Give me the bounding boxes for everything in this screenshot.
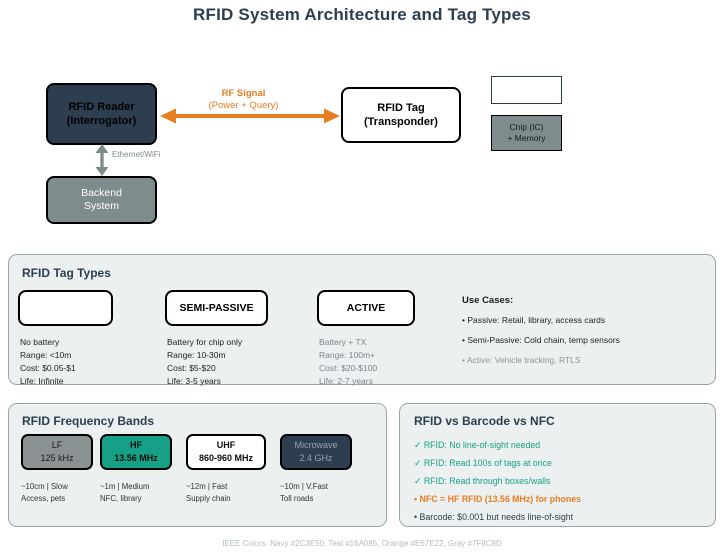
- rfid-tag-line2: (Transponder): [364, 116, 438, 128]
- tag-types-panel-title: RFID Tag Types: [22, 266, 111, 280]
- tag-card-semi-passive[interactable]: SEMI-PASSIVE: [165, 290, 268, 326]
- comparison-panel: [399, 403, 716, 527]
- tag-chip-block: Chip (IC) + Memory: [491, 115, 562, 151]
- freq-hf-value: 13.56 MHz: [114, 453, 158, 463]
- rfid-tag-line1: RFID Tag: [377, 101, 425, 114]
- backend-line2: System: [83, 200, 119, 212]
- rf-signal-double-arrow-icon: [160, 108, 340, 124]
- backend-line1: Backend: [81, 186, 122, 199]
- chip-line1: Chip (IC): [509, 121, 544, 132]
- use-case-active: • Active: Vehicle tracking, RTLS: [462, 355, 581, 365]
- rfid-tag-block: RFID Tag (Transponder): [341, 87, 461, 143]
- freq-microwave-value: 2.4 GHz: [299, 453, 333, 463]
- freq-card-lf[interactable]: LF 125 kHz: [21, 434, 93, 470]
- freq-note-lf: ~10cm | Slow Access, pets: [21, 482, 68, 504]
- tag-specs-semi-passive: Battery for chip only Range: 10-30m Cost…: [167, 337, 243, 386]
- freq-lf-value: 125 kHz: [40, 453, 74, 463]
- comparison-row-4: • NFC = HF RFID (13.56 MHz) for phones: [414, 494, 582, 504]
- comparison-row-3: ✓ RFID: Read through boxes/walls: [414, 476, 551, 486]
- tag-specs-passive: No battery Range: <10m Cost: $0.05-$1 Li…: [20, 337, 76, 386]
- freq-hf-name: HF: [130, 439, 142, 450]
- rf-signal-line1: RF Signal: [221, 88, 266, 99]
- footer-color-legend: IEEE Colors: Navy #2C3E50, Teal #16A085,…: [222, 539, 502, 548]
- backend-system-block: Backend System: [46, 176, 157, 224]
- tag-card-passive[interactable]: [18, 290, 113, 326]
- freq-card-hf[interactable]: HF 13.56 MHz: [100, 434, 172, 470]
- rfid-reader-line2: (Interrogator): [66, 115, 137, 127]
- rfid-reader-line1: RFID Reader: [68, 100, 135, 113]
- chip-line2: + Memory: [507, 133, 546, 143]
- ethernet-wifi-label: Ethernet/WiFi: [112, 150, 161, 159]
- freq-note-uhf: ~12m | Fast Supply chain: [186, 482, 231, 504]
- rf-signal-line2: (Power + Query): [208, 99, 279, 111]
- frequency-bands-panel-title: RFID Frequency Bands: [22, 414, 155, 428]
- tag-antenna-block: [491, 76, 562, 104]
- tag-specs-active: Battery + TX Range: 100m+ Cost: $20-$100…: [319, 337, 378, 386]
- comparison-row-1: ✓ RFID: No line-of-sight needed: [414, 440, 541, 450]
- use-cases-title: Use Cases:: [462, 295, 514, 306]
- ethernet-double-arrow-icon: [95, 144, 109, 176]
- use-case-passive: • Passive: Retail, library, access cards: [462, 315, 606, 325]
- freq-lf-name: LF: [51, 439, 63, 450]
- freq-microwave-name: Microwave: [294, 439, 338, 450]
- rf-signal-label: RF Signal (Power + Query): [172, 88, 315, 112]
- freq-note-microwave: ~10m | V.Fast Toll roads: [280, 482, 328, 504]
- freq-uhf-value: 860-960 MHz: [198, 453, 254, 463]
- page-title: RFID System Architecture and Tag Types: [193, 5, 531, 24]
- use-case-semi-passive: • Semi-Passive: Cold chain, temp sensors: [462, 335, 620, 345]
- comparison-row-2: ✓ RFID: Read 100s of tags at once: [414, 458, 552, 468]
- rfid-reader-block: RFID Reader (Interrogator): [46, 83, 157, 145]
- tag-card-active[interactable]: ACTIVE: [317, 290, 415, 326]
- comparison-row-5: • Barcode: $0.001 but needs line-of-sigh…: [414, 512, 574, 522]
- freq-card-microwave[interactable]: Microwave 2.4 GHz: [280, 434, 352, 470]
- freq-uhf-name: UHF: [216, 439, 236, 450]
- freq-card-uhf[interactable]: UHF 860-960 MHz: [186, 434, 266, 470]
- freq-note-hf: ~1m | Medium NFC, library: [100, 482, 150, 504]
- comparison-panel-title: RFID vs Barcode vs NFC: [414, 414, 555, 428]
